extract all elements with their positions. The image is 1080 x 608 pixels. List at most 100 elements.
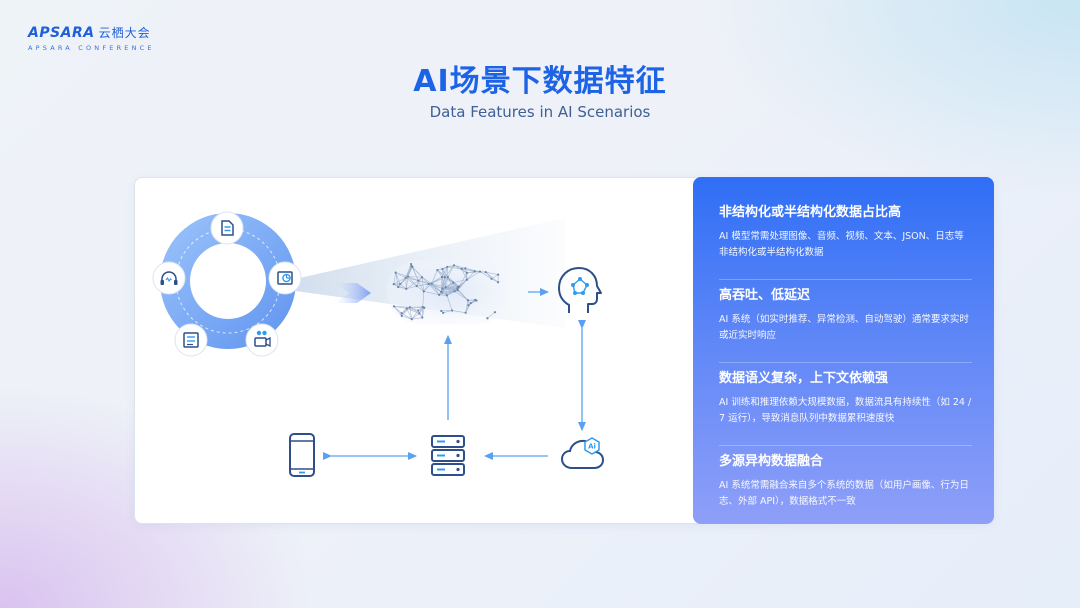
data-network-icon <box>387 260 509 324</box>
network-link <box>428 283 443 289</box>
brand-tagline: APSARA CONFERENCE <box>28 44 155 52</box>
network-link <box>487 311 496 319</box>
network-link <box>423 283 429 292</box>
network-link <box>421 277 429 285</box>
network-node <box>442 311 445 314</box>
network-link <box>465 267 481 272</box>
network-node <box>443 276 446 279</box>
network-link <box>393 283 407 290</box>
network-node <box>397 285 400 289</box>
network-link <box>422 291 425 307</box>
network-link <box>418 280 425 292</box>
network-link <box>479 271 492 280</box>
network-node <box>478 270 482 273</box>
network-node <box>420 276 424 279</box>
network-link <box>445 286 458 291</box>
feature-item: 多源异构数据融合 AI 系统常需融合来自多个系统的数据（如用户画像、行为日志、外… <box>719 446 972 529</box>
network-node <box>466 299 470 302</box>
brand-name-cn: 云栖大会 <box>98 26 151 40</box>
network-link <box>428 283 440 296</box>
network-node <box>474 298 477 301</box>
network-link <box>431 269 438 284</box>
network-node <box>464 267 467 270</box>
network-node <box>467 304 470 307</box>
network-link <box>393 306 407 309</box>
feature-description: AI 系统常需融合来自多个系统的数据（如用户画像、行为日志、外部 API），数据… <box>719 480 969 507</box>
network-node <box>436 269 439 272</box>
flow-chevron <box>335 283 371 303</box>
feature-item: 数据语义复杂，上下文依赖强 AI 训练和推理依赖大规模数据，数据流具有持续性（如… <box>719 363 972 446</box>
network-node <box>394 271 397 274</box>
network-link <box>411 265 419 281</box>
network-link <box>406 308 420 314</box>
network-link <box>466 271 481 280</box>
network-node <box>405 307 408 310</box>
feature-title: 非结构化或半结构化数据占比高 <box>719 205 902 220</box>
data-flow-diagram: Ai <box>152 211 605 477</box>
network-link <box>485 271 492 280</box>
network-link <box>409 307 420 314</box>
network-node <box>446 265 449 269</box>
network-node <box>421 305 424 309</box>
network-node <box>445 294 449 297</box>
network-link <box>395 272 409 277</box>
page-title: AI场景下数据特征 <box>413 64 667 99</box>
network-link <box>421 277 425 292</box>
network-link <box>444 266 448 278</box>
network-link <box>439 294 447 296</box>
brand-name: APSARA <box>28 25 95 41</box>
network-link <box>407 276 423 278</box>
network-node <box>418 312 421 315</box>
network-link <box>442 277 446 289</box>
network-link <box>393 272 396 285</box>
network-node <box>441 267 444 271</box>
network-node <box>405 287 408 290</box>
network-link <box>466 271 475 280</box>
network-link <box>407 276 417 287</box>
network-link <box>393 306 402 317</box>
network-node <box>440 275 444 279</box>
network-node <box>410 318 413 321</box>
network-link <box>444 277 446 288</box>
network-node <box>392 305 396 308</box>
ai-brain-icon <box>558 267 602 313</box>
network-link <box>439 290 455 296</box>
network-link <box>406 285 417 290</box>
document-icon <box>210 211 244 245</box>
network-node <box>490 277 493 280</box>
network-link <box>453 265 462 270</box>
network-link <box>411 265 423 278</box>
network-node <box>406 275 410 278</box>
network-node <box>464 311 467 314</box>
network-node <box>453 290 456 293</box>
analytics-icon <box>268 261 302 295</box>
network-link <box>395 272 399 288</box>
network-link <box>407 276 419 281</box>
network-node <box>486 317 489 320</box>
network-link <box>447 265 455 278</box>
network-link <box>447 266 462 270</box>
feature-title: 多源异构数据融合 <box>719 454 824 469</box>
network-node <box>444 286 447 289</box>
network-link <box>411 313 420 320</box>
network-link <box>406 308 413 320</box>
network-node <box>460 267 463 270</box>
feature-title: 数据语义复杂，上下文依赖强 <box>719 371 889 386</box>
network-link <box>485 271 499 275</box>
network-link <box>411 317 423 320</box>
network-link <box>465 300 469 313</box>
network-link <box>461 268 475 272</box>
network-node <box>438 293 441 296</box>
network-link <box>416 277 423 287</box>
network-node <box>417 279 420 282</box>
feature-description: AI 模型常需处理图像、音频、视频、文本、JSON、日志等非结构化或半结构化数据 <box>719 231 964 258</box>
network-link <box>445 282 454 288</box>
ai-cloud-label: Ai <box>588 443 596 451</box>
network-link <box>453 282 460 287</box>
network-link <box>437 269 445 278</box>
feature-description: AI 训练和推理依赖大规模数据，数据流具有持续性（如 24 / 7 运行），导致… <box>719 397 972 424</box>
network-node <box>441 287 444 290</box>
video-icon <box>245 323 279 357</box>
network-link <box>447 265 455 268</box>
